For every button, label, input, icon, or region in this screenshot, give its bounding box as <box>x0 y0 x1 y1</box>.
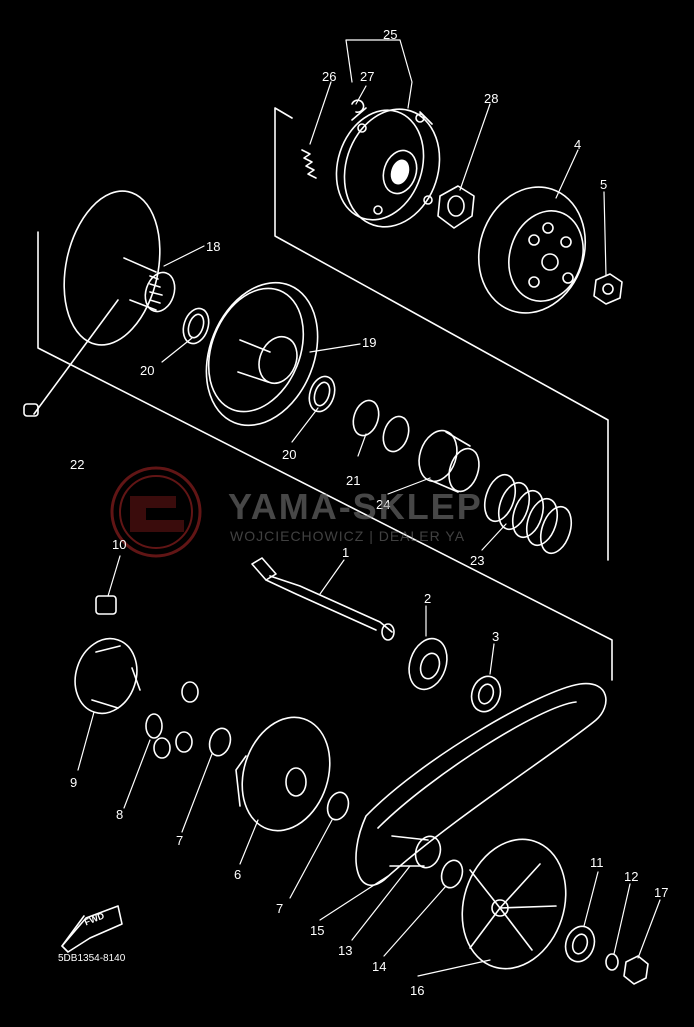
part-24-guide <box>418 429 480 493</box>
part-1-shaft <box>251 557 395 641</box>
label-27: 27 <box>360 69 375 84</box>
label-22: 22 <box>70 457 85 472</box>
part-19-fixed-sheave <box>205 281 319 427</box>
part-9-cam <box>74 637 141 715</box>
part-16-fan-sheave <box>461 838 567 970</box>
fwd-arrow-icon <box>61 905 123 953</box>
part-13-collar <box>389 835 442 869</box>
label-17: 17 <box>654 885 669 900</box>
label-20a: 20 <box>140 363 155 378</box>
label-1: 1 <box>342 545 350 560</box>
part-10-slider <box>95 595 117 615</box>
label-15: 15 <box>310 923 325 938</box>
label-3: 3 <box>492 629 500 644</box>
label-7a: 7 <box>176 833 184 848</box>
label-26: 26 <box>322 69 337 84</box>
part-4-clutch-housing <box>477 186 587 314</box>
label-18: 18 <box>206 239 221 254</box>
label-23: 23 <box>470 553 485 568</box>
watermark-subtitle: WOJCIECHOWICZ | DEALER YA <box>230 528 466 544</box>
label-21: 21 <box>346 473 361 488</box>
watermark-brand: YAMA-SKLEP <box>228 486 483 527</box>
label-25: 25 <box>383 27 398 42</box>
label-20b: 20 <box>282 447 297 462</box>
label-12: 12 <box>624 869 639 884</box>
label-28: 28 <box>484 91 499 106</box>
group-frame-left <box>37 231 613 681</box>
part-12-washer <box>605 953 619 971</box>
part-17-nut <box>623 955 649 985</box>
part-6-primary-sheave <box>235 716 331 832</box>
part-21-o-rings <box>352 399 410 453</box>
label-9: 9 <box>70 775 78 790</box>
part-11-washer <box>564 925 596 963</box>
label-24: 24 <box>376 497 391 512</box>
leader-lines <box>77 39 661 977</box>
label-13: 13 <box>338 943 353 958</box>
label-4: 4 <box>574 137 582 152</box>
label-2: 2 <box>424 591 432 606</box>
label-11: 11 <box>590 855 604 870</box>
label-7b: 7 <box>276 901 284 916</box>
part-28-nut <box>437 185 475 229</box>
part-23-compression-spring <box>483 473 573 555</box>
part-20-oil-seal-b <box>308 375 336 413</box>
label-5: 5 <box>600 177 608 192</box>
part-8-weights <box>145 681 199 759</box>
part-3-collar <box>470 675 502 713</box>
part-2-bearing <box>408 637 448 691</box>
group-frame-top <box>274 107 609 561</box>
label-10: 10 <box>112 537 127 552</box>
label-19: 19 <box>362 335 377 350</box>
part-14-washer <box>440 859 464 889</box>
drawing-code: 5DB1354-8140 <box>58 953 126 964</box>
part-20-oil-seal-a <box>182 307 210 345</box>
part-18-sliding-sheave <box>63 190 176 346</box>
part-22-pin <box>23 299 119 417</box>
part-27-clip <box>351 99 365 113</box>
part-7-spacer-a <box>208 727 232 757</box>
label-6: 6 <box>234 867 242 882</box>
part-25-clutch <box>335 107 441 228</box>
part-7-spacer-b <box>326 791 350 821</box>
part-15-v-belt <box>355 682 607 887</box>
label-16: 16 <box>410 983 425 998</box>
watermark-logo <box>110 466 202 558</box>
label-8: 8 <box>116 807 124 822</box>
label-14: 14 <box>372 959 387 974</box>
part-5-nut <box>593 273 623 305</box>
part-26-spring <box>301 149 317 179</box>
